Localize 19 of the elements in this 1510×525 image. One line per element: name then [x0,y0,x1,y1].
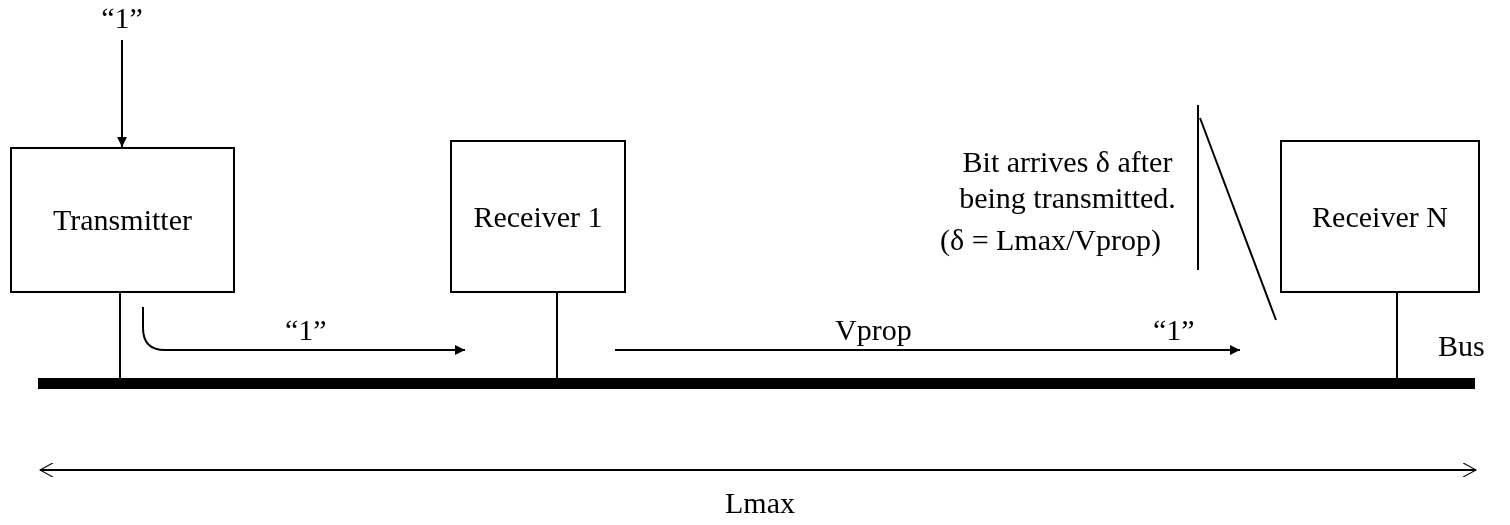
box-label: Receiver 1 [473,199,603,234]
connector-line [556,292,558,379]
signal-label: “1” [285,312,327,348]
dimension-label: Lmax [725,485,795,521]
device-box [10,147,235,293]
speed-label: Vprop [835,312,912,348]
annotation-text: Bit arrives δ after being transmitted. [958,144,1177,216]
arrow [117,39,127,148]
device-box [1280,140,1480,293]
box-label: Receiver N [1312,199,1448,234]
formula-text: (δ = Lmax/Vprop) [940,222,1161,258]
connector-line [1396,292,1398,379]
bus-label: Bus [1438,328,1485,364]
signal-label: “1” [1153,312,1195,348]
edge-label: “1” [100,0,144,36]
device-box [450,140,626,293]
bus-bar [38,378,1475,389]
connector-line [119,292,121,379]
box-label: Transmitter [53,203,192,237]
